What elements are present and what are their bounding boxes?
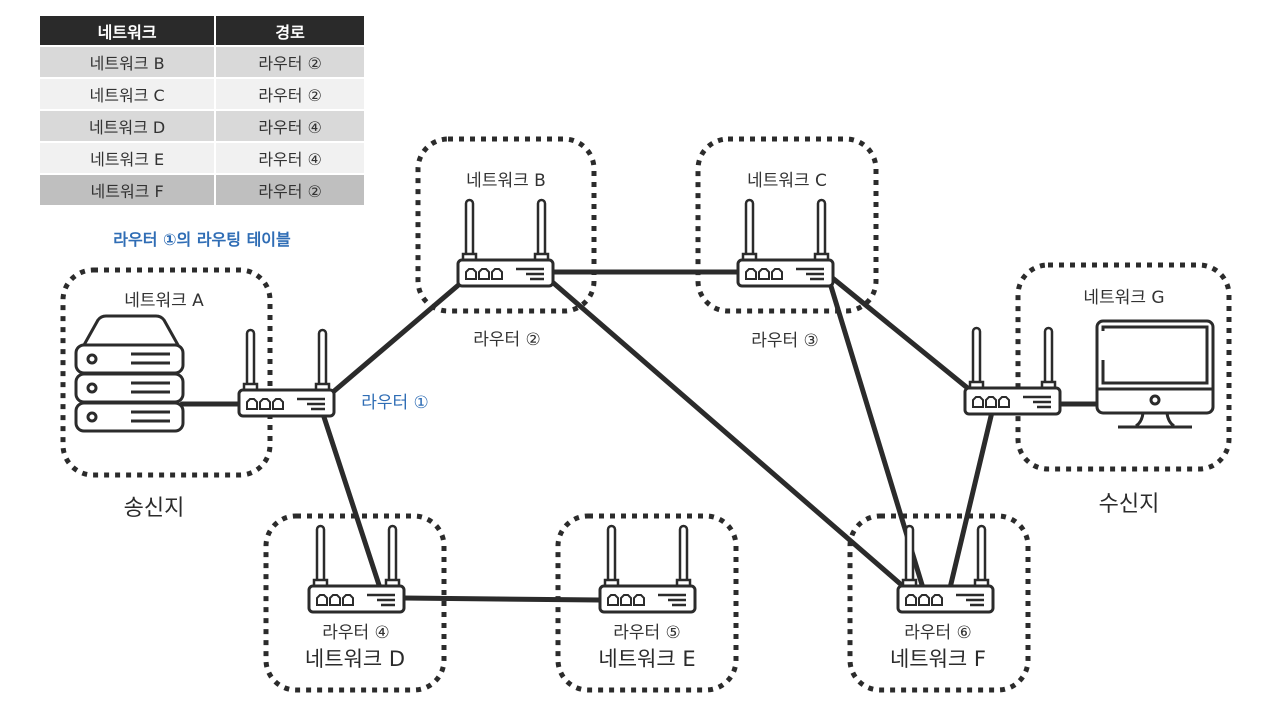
link-r7-r6 (947, 409, 995, 591)
sender-label: 송신지 (123, 496, 185, 521)
network-g-label: 네트워크 G (1083, 288, 1165, 308)
network-e-boundary (555, 513, 739, 693)
receiver-label: 수신지 (1098, 492, 1160, 517)
network-b-label: 네트워크 B (466, 171, 546, 191)
table-cell-network: 네트워크 C (40, 77, 215, 109)
table-cell-network: 네트워크 E (40, 141, 215, 173)
router-2-icon (456, 198, 555, 288)
router-7-icon (963, 326, 1062, 416)
table-cell-network: 네트워크 F (40, 173, 215, 205)
router-4-icon (307, 524, 406, 614)
router-4-label: 라우터 ④ (322, 623, 390, 643)
table-cell-route: 라우터 ② (214, 173, 364, 205)
table-cell-route: 라우터 ④ (214, 109, 364, 141)
link-r1-r4 (320, 411, 383, 591)
router-3-label: 라우터 ③ (751, 331, 819, 351)
table-cell-network: 네트워크 B (40, 45, 215, 77)
router-5-label: 라우터 ⑤ (613, 623, 681, 643)
link-r2-r6 (547, 277, 908, 591)
router-1-icon (237, 328, 336, 418)
router-5-icon (598, 524, 697, 614)
routing-table-caption: 라우터 ①의 라우팅 테이블 (113, 230, 291, 249)
network-f-boundary (847, 513, 1031, 693)
router-3-icon (736, 198, 835, 288)
network-c-boundary (695, 136, 879, 314)
router-2-label: 라우터 ② (473, 330, 541, 350)
network-e-label: 네트워크 E (598, 647, 696, 671)
table-cell-route: 라우터 ④ (214, 141, 364, 173)
network-a-label: 네트워크 A (124, 291, 204, 311)
network-f-label: 네트워크 F (889, 647, 987, 671)
table-header-network: 네트워크 (40, 16, 215, 45)
router-1-label: 라우터 ① (361, 393, 429, 413)
link-r1-r2 (330, 279, 465, 395)
table-cell-route: 라우터 ② (214, 45, 364, 77)
link-r4-r5 (400, 595, 603, 603)
network-d-label: 네트워크 D (304, 647, 406, 671)
table-row: 네트워크 E 라우터 ④ (40, 141, 364, 173)
router-6-label: 라우터 ⑥ (904, 623, 972, 643)
desktop-monitor-icon (1095, 319, 1215, 429)
network-b-boundary (415, 136, 597, 314)
network-a-boundary (60, 267, 273, 478)
network-g-boundary (1015, 262, 1232, 472)
table-row: 네트워크 C 라우터 ② (40, 77, 364, 109)
table-row: 네트워크 B 라우터 ② (40, 45, 364, 77)
table-row: 네트워크 D 라우터 ④ (40, 109, 364, 141)
table-row: 네트워크 F 라우터 ② (40, 173, 364, 205)
table-header-route: 경로 (214, 16, 364, 45)
table-cell-network: 네트워크 D (40, 109, 215, 141)
network-c-label: 네트워크 C (747, 171, 827, 191)
table-cell-route: 라우터 ② (214, 77, 364, 109)
server-icon (74, 314, 185, 433)
routing-table: 네트워크 경로 네트워크 B 라우터 ② 네트워크 C 라우터 ② 네트워크 D… (40, 16, 364, 205)
router-6-icon (896, 524, 995, 614)
link-r3-r7 (827, 273, 973, 393)
